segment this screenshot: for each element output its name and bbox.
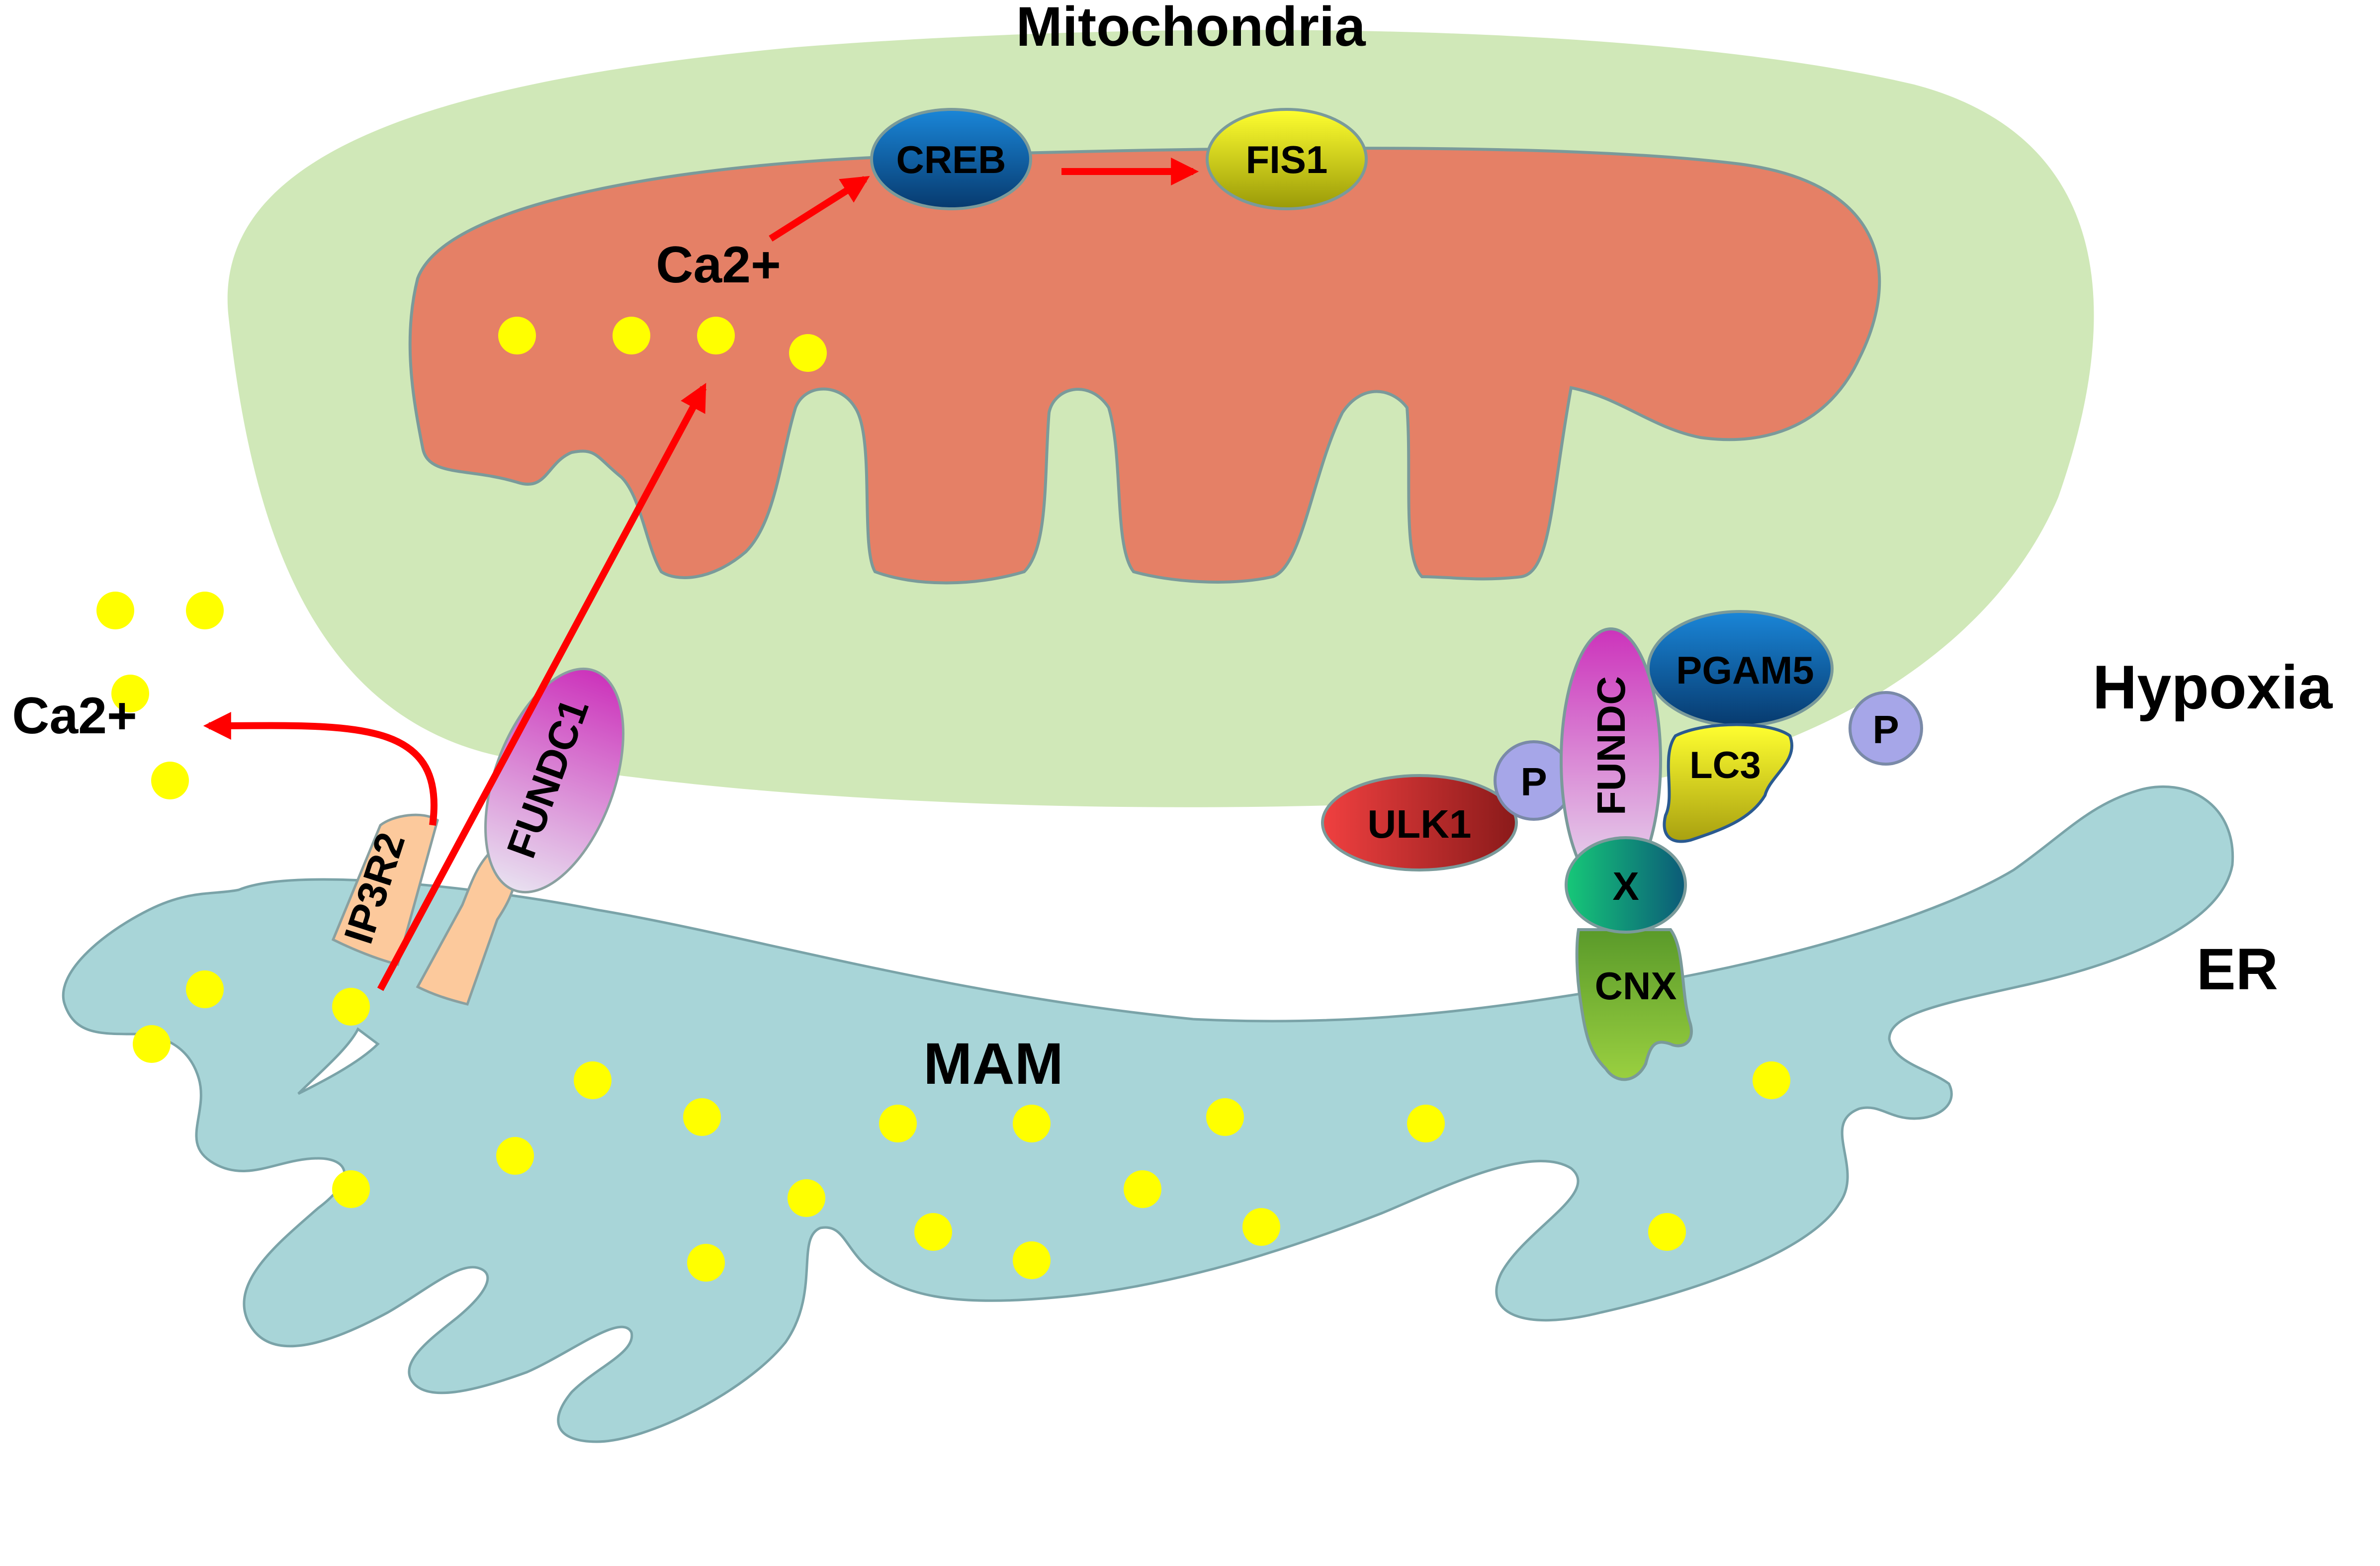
pgam5-label: PGAM5 bbox=[1676, 648, 1814, 692]
calcium-ion bbox=[683, 1098, 721, 1136]
calcium-ion bbox=[186, 970, 224, 1008]
creb-label: CREB bbox=[896, 138, 1006, 181]
calcium-ion bbox=[186, 592, 224, 629]
cytosol-calcium-ions bbox=[96, 592, 224, 799]
calcium-ion bbox=[1648, 1213, 1686, 1251]
fis1-protein bbox=[1206, 108, 1368, 210]
calcium-ion bbox=[1753, 1061, 1790, 1099]
calcium-ion bbox=[879, 1105, 917, 1142]
fundc1-stalk bbox=[416, 848, 519, 1006]
calcium-ion bbox=[1013, 1241, 1051, 1279]
calcium-ion bbox=[133, 1025, 171, 1063]
ca-transfer-arrow bbox=[377, 383, 707, 991]
er-calcium-ions bbox=[133, 970, 1790, 1282]
calcium-ion bbox=[96, 592, 134, 629]
calcium-ion bbox=[789, 334, 827, 372]
calcium-ion bbox=[1242, 1208, 1280, 1246]
ca-release-arrow bbox=[203, 711, 438, 826]
calcium-ion bbox=[574, 1061, 612, 1099]
ulk1-label: ULK1 bbox=[1368, 802, 1472, 846]
ca-inside-label: Ca2+ bbox=[656, 236, 781, 294]
er-notch bbox=[297, 1027, 380, 1095]
ca-outside-label: Ca2+ bbox=[12, 687, 137, 745]
cnx-label: CNX bbox=[1595, 964, 1677, 1008]
calcium-ion bbox=[1013, 1105, 1051, 1142]
ip3r2-protein bbox=[331, 813, 439, 966]
creb-protein bbox=[870, 108, 1032, 210]
calcium-ion bbox=[496, 1137, 534, 1175]
calcium-ion bbox=[332, 988, 370, 1026]
calcium-ion bbox=[914, 1213, 952, 1251]
calcium-ion bbox=[111, 675, 149, 712]
cnx-protein bbox=[1575, 928, 1693, 1081]
hypoxia-label: Hypoxia bbox=[2093, 653, 2333, 722]
calcium-ion bbox=[1206, 1098, 1244, 1136]
ca-creb-arrow bbox=[769, 176, 870, 242]
calcium-ion bbox=[498, 317, 536, 354]
x-label: X bbox=[1612, 864, 1639, 908]
lc3-label: LC3 bbox=[1689, 744, 1761, 786]
ulk1-protein bbox=[1321, 774, 1518, 871]
mitochondria-label: Mitochondria bbox=[1016, 0, 1366, 58]
x-protein bbox=[1565, 836, 1687, 934]
calcium-ion bbox=[788, 1179, 825, 1217]
phosphate-left-label: P bbox=[1520, 760, 1547, 804]
mam-label: MAM bbox=[923, 1031, 1063, 1097]
er-membrane bbox=[62, 785, 2234, 1443]
mito-calcium-ions bbox=[498, 317, 827, 372]
calcium-ion bbox=[1407, 1105, 1445, 1142]
fis1-label: FIS1 bbox=[1246, 138, 1328, 181]
phosphate-right bbox=[1849, 691, 1923, 766]
calcium-ion bbox=[1124, 1170, 1161, 1208]
calcium-ion bbox=[613, 317, 650, 354]
er-label: ER bbox=[2197, 937, 2278, 1002]
phosphate-right-label: P bbox=[1872, 707, 1899, 752]
lc3-protein bbox=[1663, 723, 1794, 843]
calcium-ion bbox=[697, 317, 735, 354]
calcium-ion bbox=[332, 1170, 370, 1208]
calcium-flux-arrows bbox=[203, 158, 1199, 991]
mitochondria-inner-membrane bbox=[408, 147, 1881, 585]
fundc-label: FUNDC bbox=[1589, 676, 1633, 815]
calcium-ion bbox=[151, 762, 189, 799]
calcium-ion bbox=[687, 1244, 725, 1282]
